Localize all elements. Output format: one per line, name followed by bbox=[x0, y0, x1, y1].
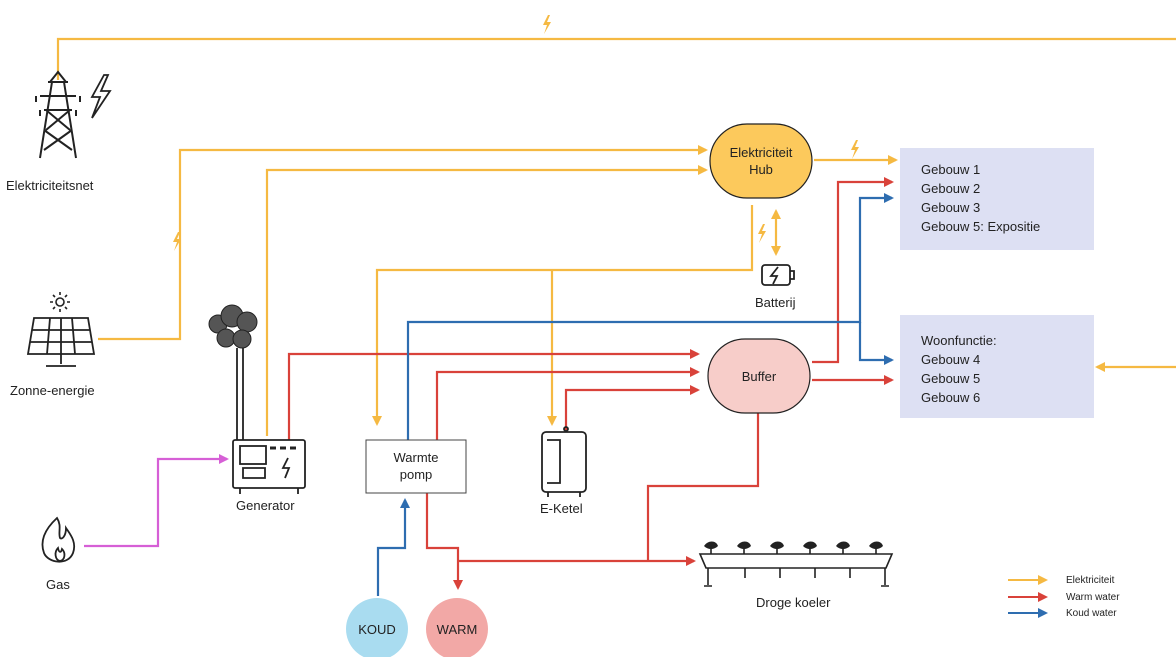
legend: Elektriciteit Warm water Koud water bbox=[1008, 575, 1120, 619]
building-top-line: Gebouw 5: Expositie bbox=[921, 219, 1040, 234]
legend-label: Warm water bbox=[1066, 592, 1120, 603]
buildings-bottom-box bbox=[900, 315, 1094, 418]
buffer-node bbox=[707, 338, 811, 414]
warm-label: WARM bbox=[437, 622, 478, 637]
koud-node bbox=[346, 598, 408, 657]
dry-cooler-label: Droge koeler bbox=[756, 595, 831, 610]
buildings-bottom-list: Woonfunctie: Gebouw 4 Gebouw 5 Gebouw 6 bbox=[921, 333, 997, 405]
boiler-label: E-Ketel bbox=[540, 501, 583, 516]
generator-icon bbox=[232, 348, 306, 494]
legend-label: Koud water bbox=[1066, 608, 1117, 619]
hub-label-line2: Hub bbox=[749, 162, 773, 177]
solar-panel-icon bbox=[26, 317, 96, 367]
lightning-icon bbox=[90, 74, 112, 119]
heat-pump-label-line2: pomp bbox=[400, 467, 433, 482]
dry-cooler-icon bbox=[698, 541, 894, 587]
solar-label: Zonne-energie bbox=[10, 383, 95, 398]
warm-water-lines bbox=[287, 177, 894, 590]
boiler-icon bbox=[541, 426, 587, 497]
building-top-line: Gebouw 3 bbox=[921, 200, 980, 215]
heat-pump-label-line1: Warmte bbox=[393, 450, 438, 465]
legend-label: Elektriciteit bbox=[1066, 575, 1115, 586]
building-top-line: Gebouw 1 bbox=[921, 162, 980, 177]
building-bottom-line: Gebouw 5 bbox=[921, 371, 980, 386]
battery-icon bbox=[761, 264, 795, 286]
power-pylon-icon bbox=[35, 70, 81, 159]
building-bottom-line: Woonfunctie: bbox=[921, 333, 997, 348]
building-bottom-line: Gebouw 6 bbox=[921, 390, 980, 405]
generator-label: Generator bbox=[236, 498, 295, 513]
warm-node bbox=[426, 598, 488, 657]
smoke-icon bbox=[208, 304, 258, 349]
koud-label: KOUD bbox=[358, 622, 396, 637]
flame-icon bbox=[41, 516, 76, 563]
hub-node bbox=[709, 123, 813, 199]
electricity-bolt-markers bbox=[173, 15, 859, 251]
gas-label: Gas bbox=[46, 577, 70, 592]
hub-label-line1: Elektriciteit bbox=[730, 145, 793, 160]
electricity-lines bbox=[56, 37, 1176, 436]
heat-pump-box bbox=[365, 439, 467, 494]
building-bottom-line: Gebouw 4 bbox=[921, 352, 980, 367]
buildings-top-box bbox=[900, 148, 1094, 250]
building-top-line: Gebouw 2 bbox=[921, 181, 980, 196]
sun-icon bbox=[50, 292, 70, 312]
gas-line bbox=[84, 454, 229, 548]
buildings-top-list: Gebouw 1 Gebouw 2 Gebouw 3 Gebouw 5: Exp… bbox=[921, 162, 1040, 234]
cold-water-lines bbox=[376, 193, 894, 596]
buffer-label: Buffer bbox=[742, 369, 777, 384]
grid-label: Elektriciteitsnet bbox=[6, 178, 94, 193]
battery-label: Batterij bbox=[755, 295, 796, 310]
